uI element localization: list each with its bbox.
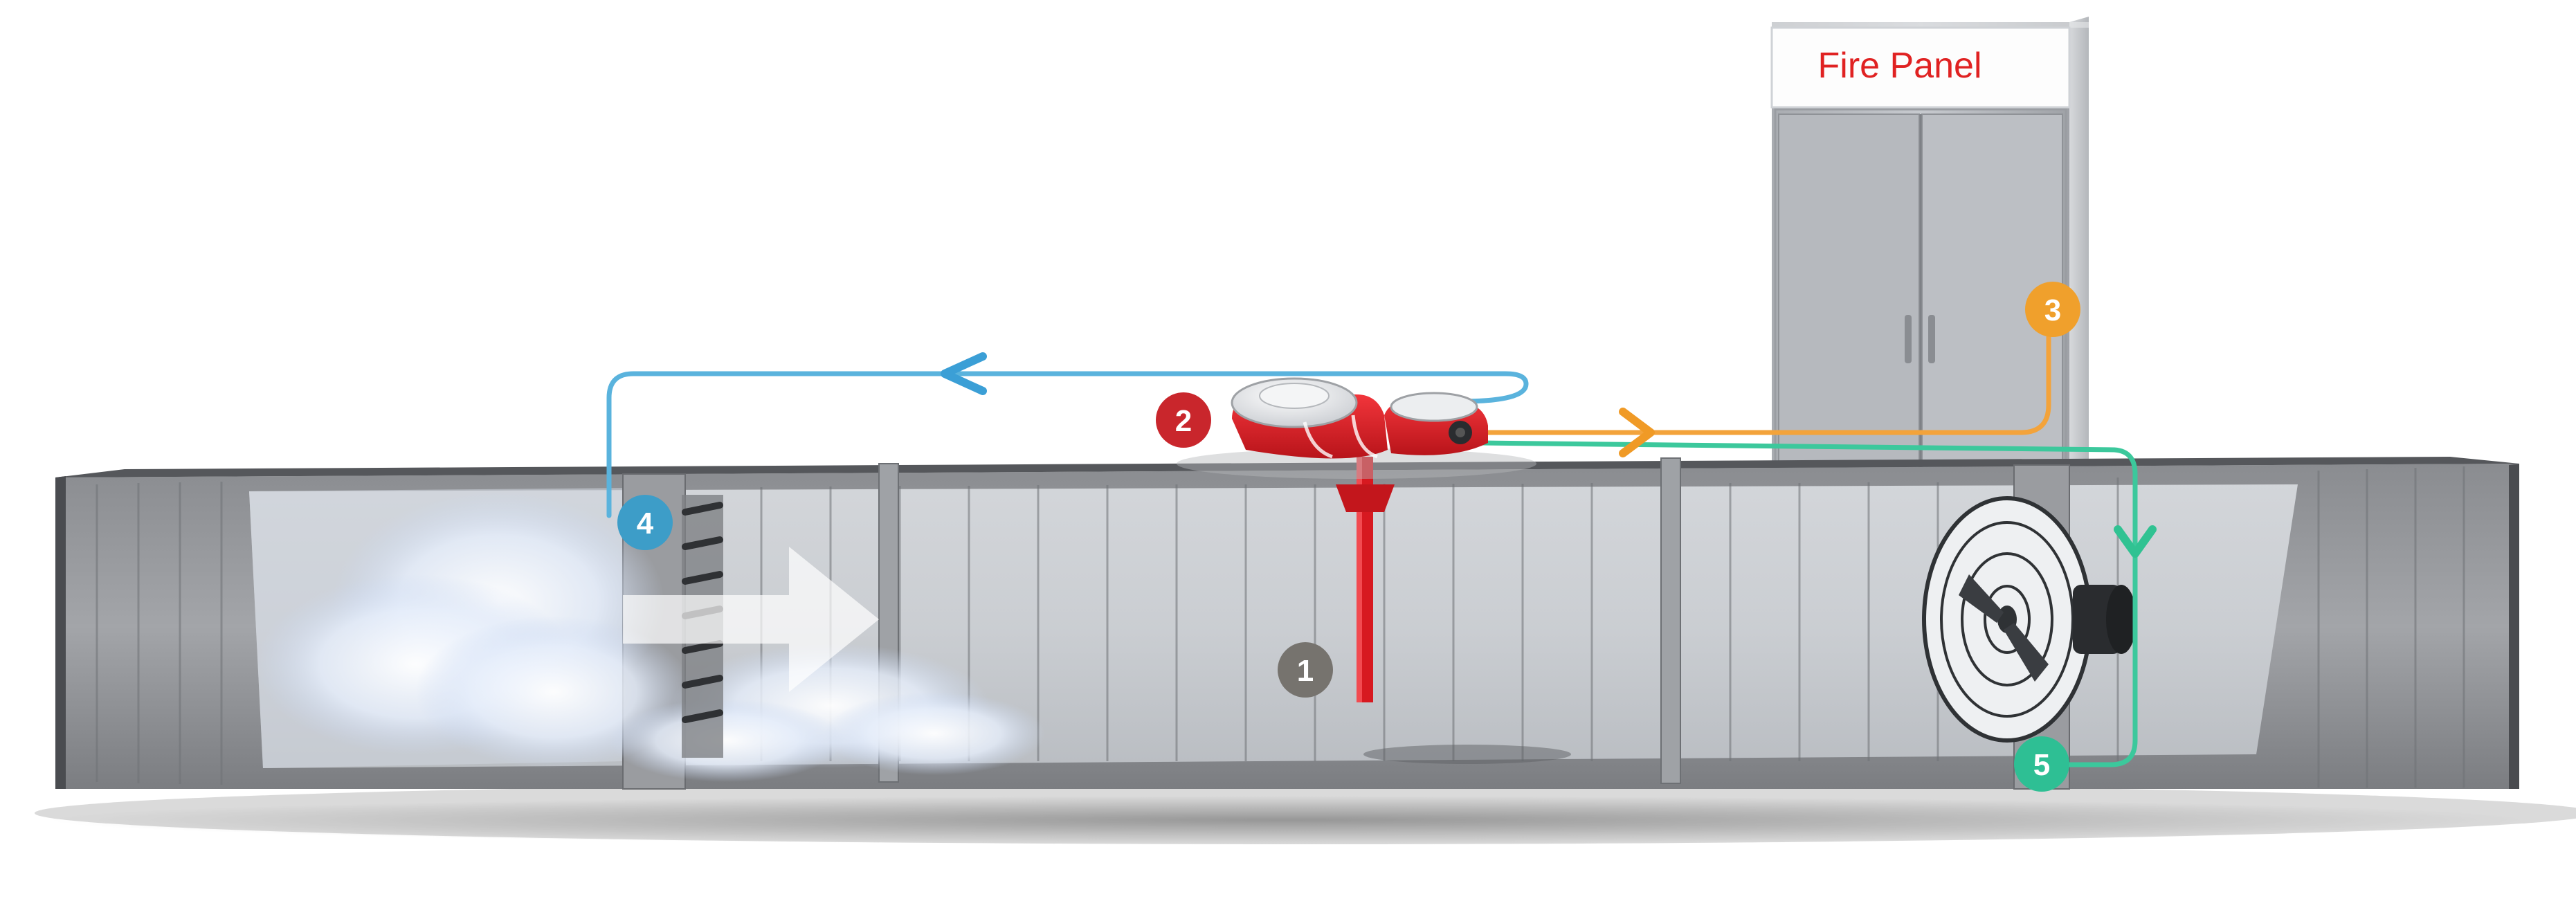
floor-shadow <box>35 782 2576 844</box>
fan <box>1922 496 2137 743</box>
green-signal-line <box>1478 440 2138 767</box>
left-door-handle <box>1905 315 1912 363</box>
svg-text:4: 4 <box>637 507 654 540</box>
marker-3: 3 <box>2025 282 2080 337</box>
svg-text:3: 3 <box>2044 293 2061 327</box>
blue-chevron-arrow-icon <box>941 352 987 395</box>
marker-2: 2 <box>1156 392 1211 448</box>
fire-panel-cabinet: Fire Panel <box>1770 17 2089 493</box>
orange-signal-line <box>1478 329 2051 435</box>
signal-lines <box>606 329 2157 767</box>
smoke-cloud <box>256 491 1045 782</box>
airflow-right-arrow-icon <box>623 547 879 692</box>
marker-1: 1 <box>1278 642 1333 698</box>
svg-text:5: 5 <box>2033 748 2050 782</box>
marker-5: 5 <box>2014 736 2069 792</box>
blue-feedback-line <box>606 371 1529 518</box>
fire-panel-label: Fire Panel <box>1818 46 1982 86</box>
sampling-tube <box>1336 457 1395 702</box>
svg-text:1: 1 <box>1297 654 1314 688</box>
duct-smoke-detector <box>1177 377 1536 479</box>
orange-chevron-arrow-icon <box>1619 408 1655 457</box>
svg-text:2: 2 <box>1175 404 1192 438</box>
right-door-handle <box>1928 315 1935 363</box>
marker-4: 4 <box>617 495 673 550</box>
green-chevron-arrow-icon <box>2114 525 2157 558</box>
